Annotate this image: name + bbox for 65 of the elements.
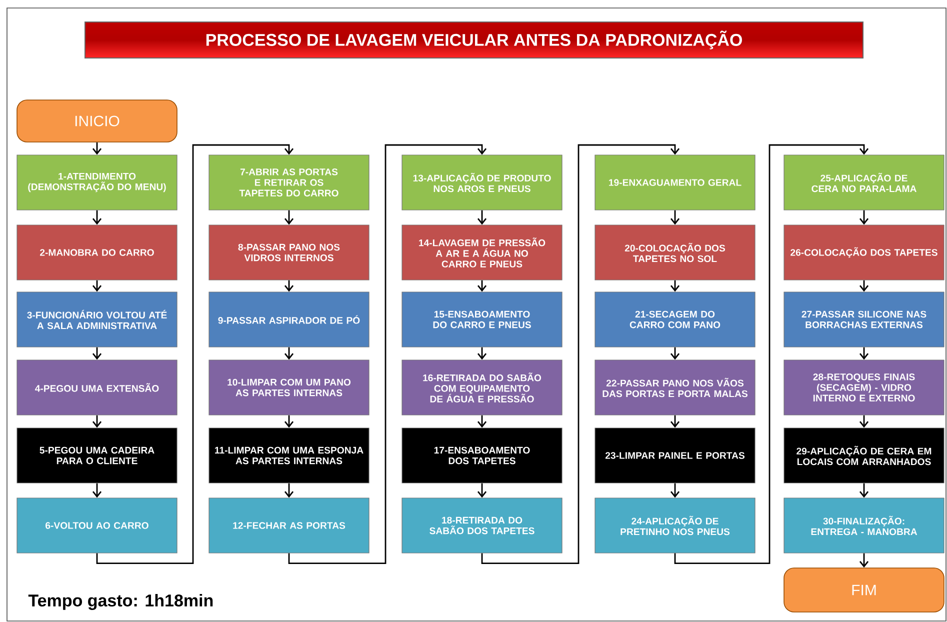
arrow [859,210,869,225]
arrow [477,280,487,292]
arrow [859,280,869,292]
arrow [92,347,102,360]
arrow [670,210,680,225]
process-box: 16-RETIRADA DO SABÃO COM EQUIPAMENTO DE ÁGUA E PRESSÃO [402,360,562,416]
arrow [92,210,102,225]
arrow [477,483,487,498]
process-box: 3-FUNCIONÁRIO VOLTOU ATÉ A SALA ADMINISTRATIVA [16,292,178,348]
arrow [96,144,294,564]
process-box: 5-PEGOU UMA CADEIRA PARA O CLIENTE [16,428,178,484]
process-box: 15-ENSABOAMENTO DO CARRO E PNEUS [402,292,562,348]
arrow [92,280,102,292]
arrow [92,142,102,155]
arrow [859,483,869,498]
note-text: Tempo gasto: 1h18min [28,594,213,610]
arrow [288,144,487,564]
arrow [284,280,294,292]
terminal-box: FIM [784,568,944,612]
process-box: 17-ENSABOAMENTO DOS TAPETES [402,428,562,484]
process-box: 2-MANOBRA DO CARRO [16,224,178,280]
process-box: 21-SECAGEM DO CARRO COM PANO [594,292,756,348]
arrow [477,210,487,225]
title-banner: PROCESSO DE LAVAGEM VEICULAR ANTES DA PADRONIZAÇÃO [84,22,864,58]
arrow [859,415,869,428]
process-box: 20-COLOCAÇÃO DOS TAPETES NO SOL [594,224,756,280]
arrow [284,415,294,428]
process-box: 8-PASSAR PANO NOS VIDROS INTERNOS [208,224,370,280]
terminal-box: INICIO [16,100,178,142]
arrow [670,483,680,498]
arrow [477,347,487,360]
arrow [859,553,869,568]
arrow [284,483,294,498]
process-box: 13-APLICAÇÃO DE PRODUTO NOS AROS E PNEUS [402,154,562,210]
arrow [670,415,680,428]
process-box: 9-PASSAR ASPIRADOR DE PÓ [208,292,370,348]
process-box: 22-PASSAR PANO NOS VÃOS DAS PORTAS E PORTA MALAS [594,360,756,416]
process-box: 25-APLICAÇÃO DE CERA NO PARA-LAMA [784,154,944,210]
process-box: 1-ATENDIMENTO (DEMONSTRAÇÃO DO MENU) [16,154,178,210]
process-box: 27-PASSAR SILICONE NAS BORRACHAS EXTERNAS [784,292,944,348]
arrow [92,415,102,428]
arrow [481,144,680,564]
process-box: 14-LAVAGEM DE PRESSÃO A AR E A ÁGUA NO CARRO E PNEUS [402,224,562,280]
arrow [670,347,680,360]
process-box: 18-RETIRADA DO SABÃO DOS TAPETES [402,498,562,554]
process-box: 12-FECHAR AS PORTAS [208,498,370,554]
process-box: 10-LIMPAR COM UM PANO AS PARTES INTERNAS [208,360,370,416]
process-box: 26-COLOCAÇÃO DOS TAPETES [784,224,944,280]
arrow [92,483,102,498]
arrow [284,210,294,225]
process-box: 28-RETOQUES FINAIS (SECAGEM) - VIDRO INTERNO E EXTERNO [784,360,944,416]
arrow [284,347,294,360]
process-box: 24-APLICAÇÃO DE PRETINHO NOS PNEUS [594,498,756,554]
process-box: 30-FINALIZAÇÃO: ENTREGA - MANOBRA [784,498,944,554]
arrow [859,347,869,360]
process-box: 4-PEGOU UMA EXTENSÃO [16,360,178,416]
arrow [674,144,869,564]
process-box: 29-APLICAÇÃO DE CERA EM LOCAIS COM ARRANHADOS [784,428,944,484]
process-box: 7-ABRIR AS PORTAS E RETIRAR OS TAPETES DO CARRO [208,154,370,210]
process-box: 23-LIMPAR PAINEL E PORTAS [594,428,756,484]
process-box: 11-LIMPAR COM UMA ESPONJA AS PARTES INTERNAS [208,428,370,484]
process-box: 19-ENXAGUAMENTO GERAL [594,154,756,210]
process-box: 6-VOLTOU AO CARRO [16,498,178,554]
arrow [477,415,487,428]
arrow [670,280,680,292]
